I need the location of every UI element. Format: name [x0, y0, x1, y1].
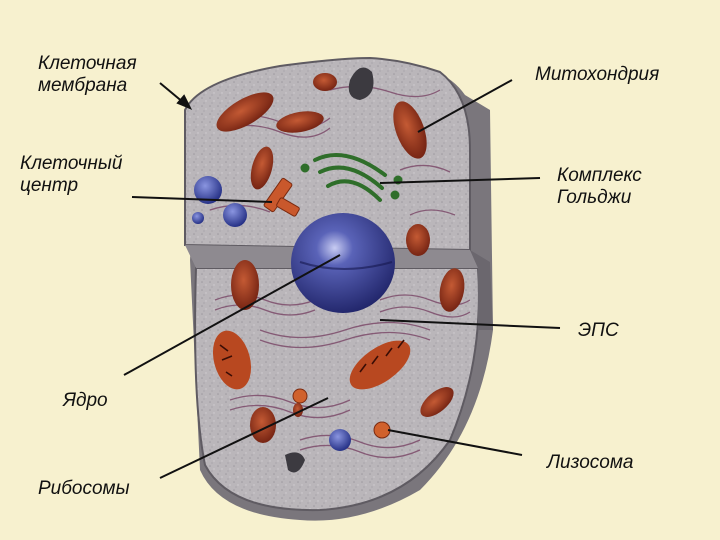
label-ribosomes: Рибосомы [38, 478, 130, 499]
pointer-eps [379, 319, 561, 329]
nucleus [291, 213, 395, 313]
label-mitochondria: Митохондрия [535, 64, 660, 85]
pointer-cell-center [131, 196, 273, 203]
mitochondrion [349, 340, 411, 390]
mitochondrion [439, 268, 465, 312]
vesicle [285, 452, 305, 473]
label-membrane: Клеточная мембрана [38, 53, 137, 96]
vacuole [223, 203, 247, 227]
cell-lower-section [194, 267, 480, 512]
mitochondrion [212, 330, 252, 390]
vacuole [194, 176, 222, 204]
vesicles [192, 67, 391, 473]
lysosome [373, 421, 391, 439]
eps-membranes [209, 85, 471, 459]
mitochondria-group [212, 73, 465, 443]
label-golgi: Комплекс Гольджи [557, 165, 642, 208]
lysosome [292, 388, 308, 404]
vacuole [192, 212, 204, 224]
mitochondria-cristae [219, 339, 405, 377]
mitochondrion [250, 407, 276, 443]
mitochondrion [231, 260, 259, 310]
pointer-nucleus [123, 254, 341, 376]
vacuole [329, 429, 351, 451]
golgi-complex [300, 153, 403, 202]
label-eps: ЭПС [578, 320, 619, 341]
label-lysosome: Лизосома [547, 452, 634, 473]
arrowhead-membrane [176, 94, 193, 110]
pointer-mitochondria [417, 79, 513, 133]
mitochondrion [406, 224, 430, 256]
mitochondrion [216, 92, 274, 132]
cell-center-centrioles [263, 177, 300, 217]
pointer-lines [123, 79, 561, 479]
mitochondrion [276, 111, 324, 133]
vesicle [348, 67, 374, 100]
mitochondrion [393, 101, 427, 159]
pointer-golgi [379, 177, 541, 184]
pointer-lysosome [387, 429, 523, 456]
label-cell-center: Клеточный центр [20, 153, 123, 196]
mitochondrion [313, 73, 337, 91]
mitochondrion [420, 387, 454, 417]
label-nucleus: Ядро [63, 390, 108, 411]
mitochondrion [250, 146, 274, 190]
pointer-ribosomes [159, 397, 329, 479]
